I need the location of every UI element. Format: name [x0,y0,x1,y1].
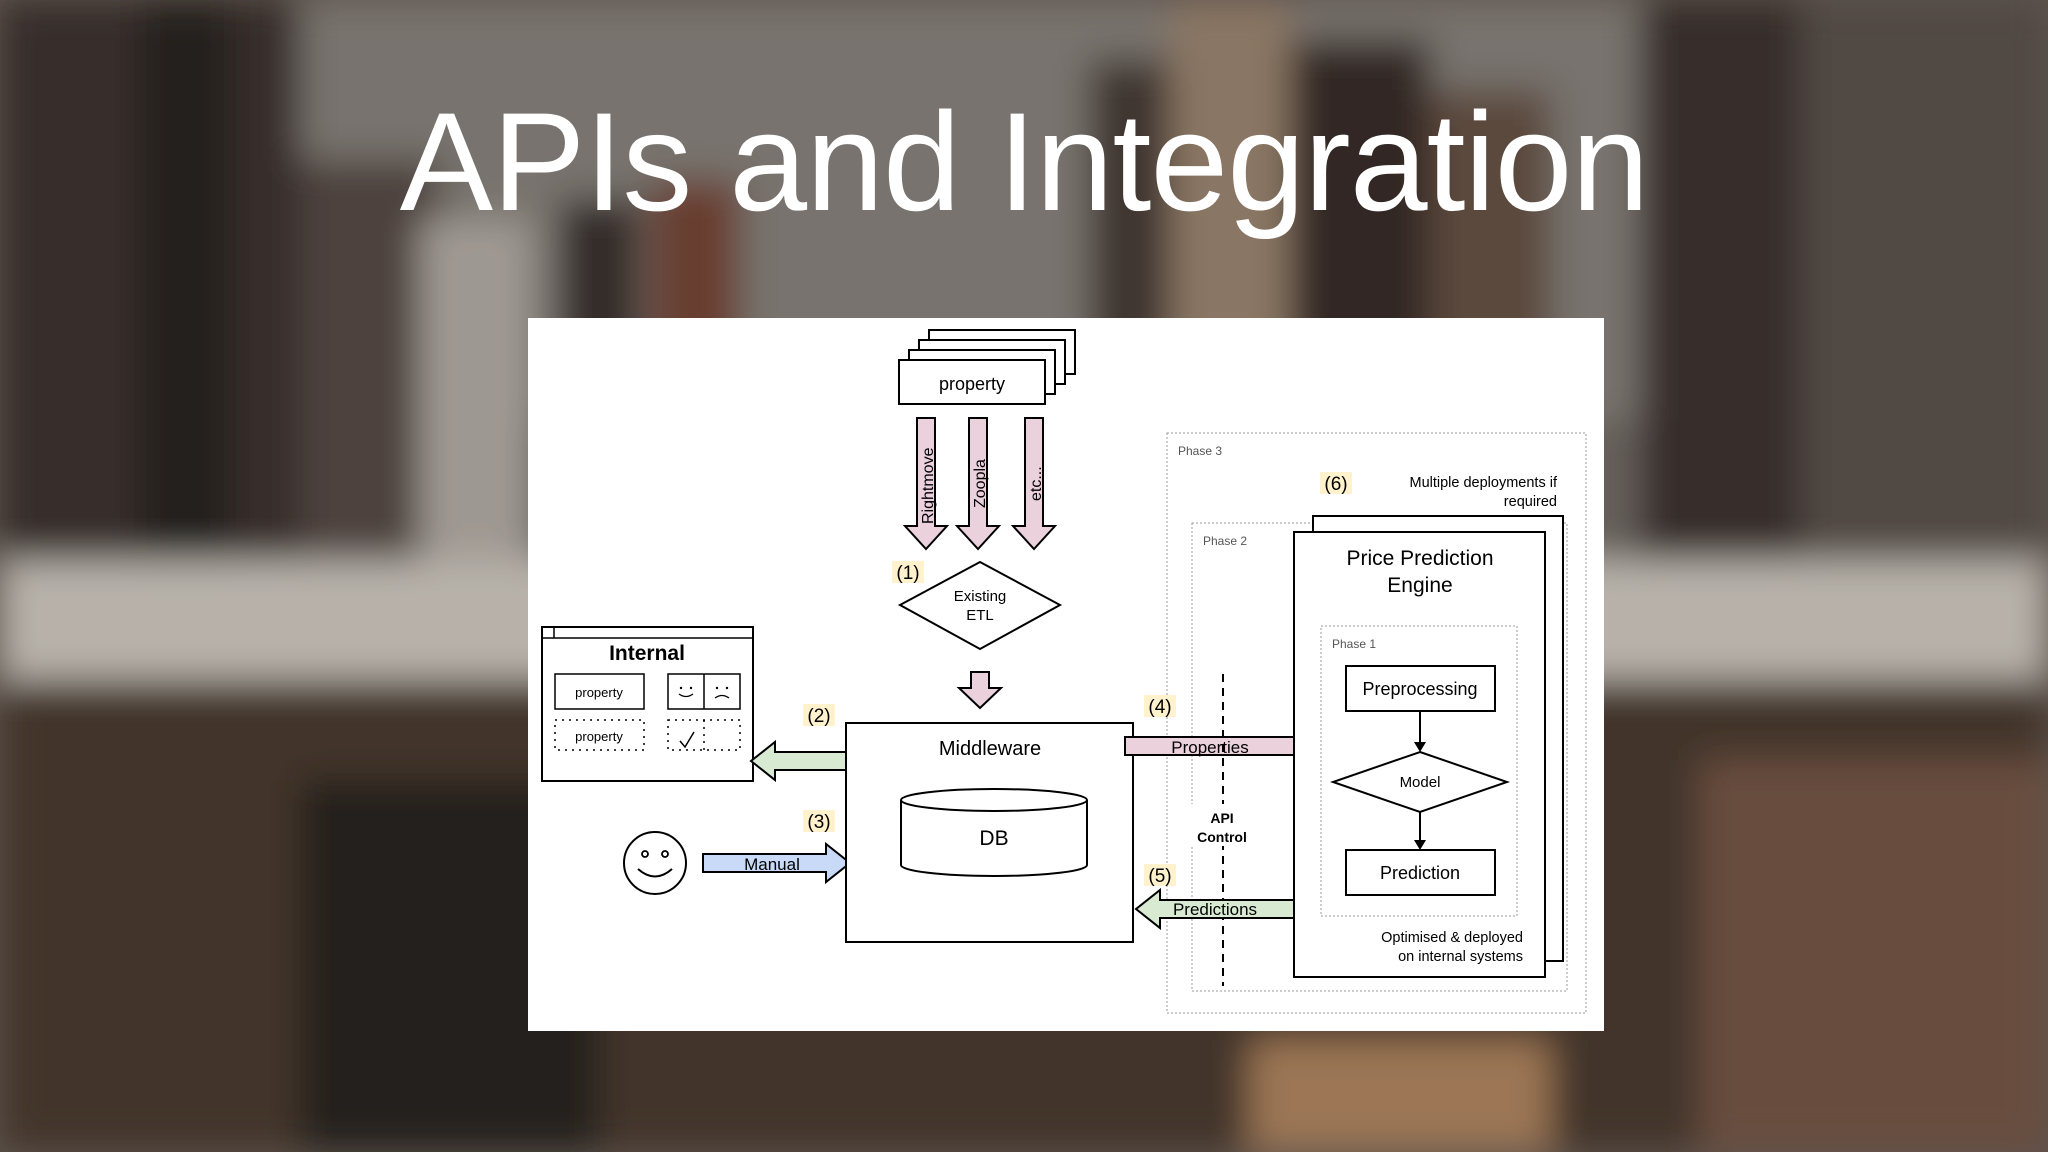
engine-footer-line2: on internal systems [1398,949,1523,965]
internal-row2-label: property [575,729,623,744]
slide-title: APIs and Integration [399,83,1650,240]
internal-feed-arrow [749,739,853,783]
properties-arrow-label: Properties [1171,738,1248,757]
step-2-highlight [803,704,835,726]
engine-title-line1: Price Prediction [1346,547,1493,570]
preprocessing-step: Preprocessing [1345,665,1496,712]
phase2-label: Phase 2 [1203,534,1247,548]
preprocessing-label: Preprocessing [1362,679,1477,699]
etl-to-middleware-arrow [956,671,1004,710]
predictions-response-arrow [1134,887,1305,931]
step-6-label: (6) [1324,474,1347,495]
step-5-label: (5) [1148,866,1171,887]
feed-label-zoopla: Zoopla [972,459,989,508]
internal-title: Internal [609,642,685,665]
internal-property-card [554,673,645,710]
property-stack-label: property [939,374,1005,394]
internal-row1-label: property [575,685,623,700]
etl-decision: Existing ETL [897,560,1063,651]
step-6-highlight [1320,472,1352,494]
multiple-deployments-note-line2: required [1504,494,1557,510]
etl-label-line1: Existing [954,588,1007,605]
middleware-title: Middleware [939,738,1041,760]
feed-label-rightmove: Rightmove [920,447,937,524]
step-3-highlight [803,810,835,832]
prediction-label: Prediction [1380,863,1460,883]
step-3-label: (3) [807,812,830,833]
sad-face-icon [714,686,730,699]
engine-title-line2: Engine [1387,574,1452,597]
phase2-region: Phase 2 [1191,522,1568,992]
phase1-region: Phase 1 [1320,625,1518,917]
phase3-label: Phase 3 [1178,444,1222,458]
multiple-deployments-note-line1: Multiple deployments if [1410,475,1558,491]
phase1-label: Phase 1 [1332,637,1376,651]
engine-footer-line1: Optimised & deployed [1381,930,1523,946]
etl-label-line2: ETL [966,607,994,624]
api-control-label-bg [1189,804,1259,846]
predictions-arrow-label: Predictions [1173,900,1257,919]
happy-face-icon [678,686,694,698]
feed-arrow-etc: etc... [1010,417,1058,551]
step-4-highlight [1144,695,1176,717]
step-1-label: (1) [896,563,919,584]
manual-input-arrow [702,841,852,885]
db-label: DB [979,827,1008,850]
api-control-label-line2: Control [1197,829,1247,845]
step-4-label: (4) [1148,697,1171,718]
feed-label-etc: etc... [1028,466,1045,501]
step-1-highlight [892,561,924,583]
architecture-diagram: Phase 3 Phase 2 property Rightmove Zoopl… [528,318,1604,1031]
property-stack: property [898,329,1076,405]
db-cylinder: DB [900,788,1088,877]
step-5-highlight [1144,864,1176,886]
check-mark-icon [679,731,695,749]
preprocessing-to-model-arrow [1414,711,1426,752]
api-control-label-line1: API [1210,810,1233,826]
internal-panel: Internal property property [541,626,754,782]
user-smiley-icon [623,831,687,895]
phase3-region: Phase 3 [1166,432,1587,1014]
model-label: Model [1400,774,1441,791]
model-to-prediction-arrow [1414,812,1426,850]
prediction-step: Prediction [1345,849,1496,896]
step-2-label: (2) [807,706,830,727]
feed-arrow-zoopla: Zoopla [954,417,1002,551]
manual-arrow-label: Manual [744,855,800,874]
feed-arrow-rightmove: Rightmove [902,417,950,551]
